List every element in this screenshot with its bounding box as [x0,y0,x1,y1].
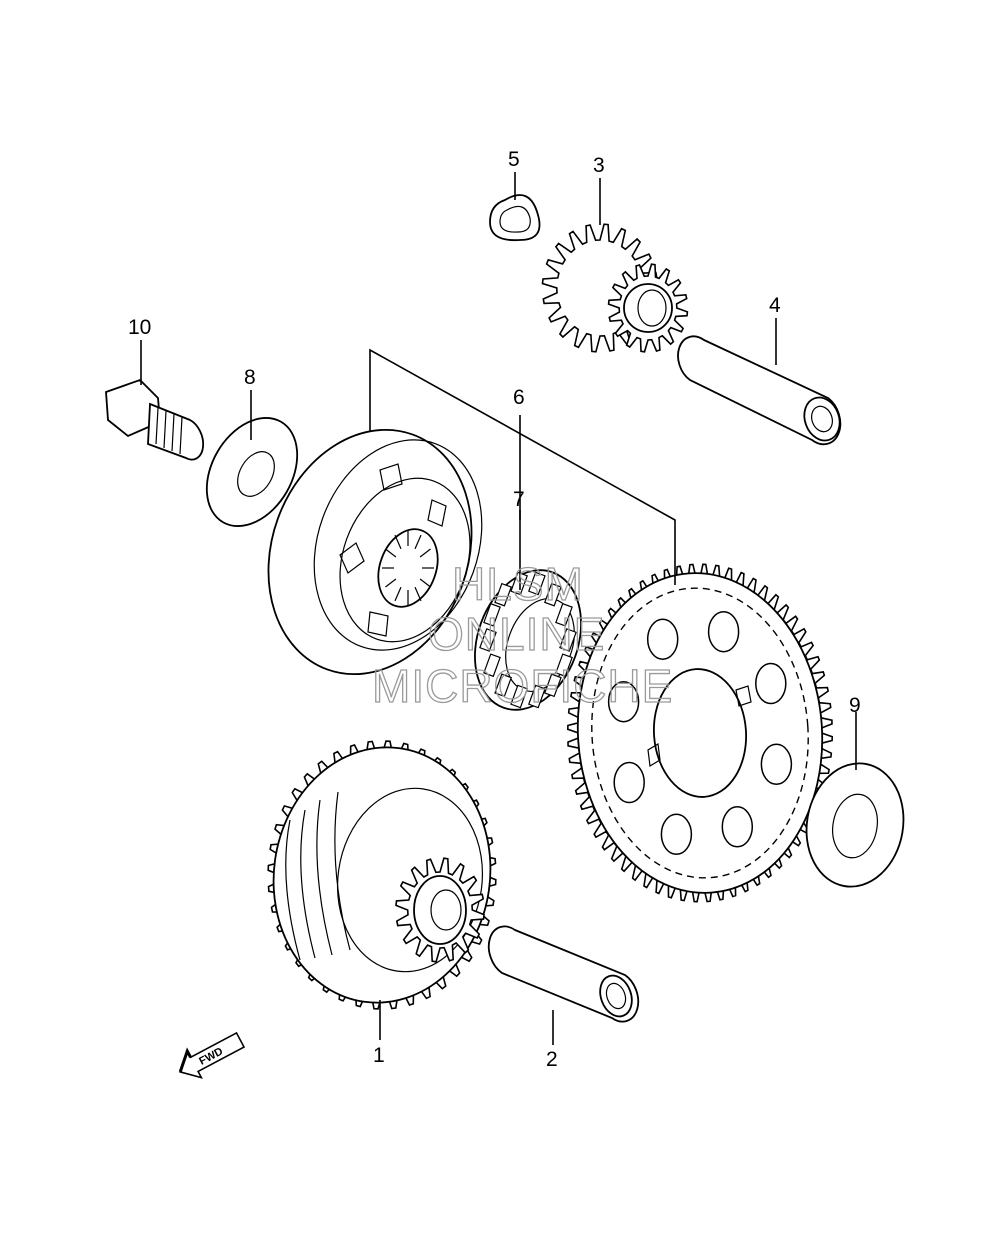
watermark-line-1: HLSM [452,558,584,610]
leader-lines [140,172,857,1045]
fwd-arrow: FWD [178,1031,246,1079]
part-5-washer[interactable] [489,194,541,242]
group-bracket-line [369,348,676,585]
callout-2: 2 [546,1048,558,1071]
part-10-bolt[interactable] [105,378,205,461]
part-1-clutch-gear[interactable] [257,733,507,1017]
callout-10: 10 [128,316,151,339]
part-6-7-needle-bearing[interactable] [456,555,599,725]
callout-4: 4 [769,294,781,317]
watermark-line-2: ONLINE [428,608,605,660]
part-2-shaft[interactable] [487,925,640,1023]
callout-9: 9 [849,694,861,717]
callout-7: 7 [513,488,525,511]
starter-driven-gear[interactable] [566,563,834,903]
callout-6: 6 [513,386,525,409]
watermark: HLSM ONLINE MICROFICHE [371,557,673,712]
watermark-line-3: MICROFICHE [372,660,673,712]
starter-clutch-housing[interactable] [235,401,510,703]
part-9-washer[interactable] [797,756,913,895]
callout-5: 5 [508,148,520,171]
part-4-shaft[interactable] [677,335,845,446]
callout-1: 1 [373,1044,385,1067]
part-3-idler-gear[interactable] [541,223,689,353]
part-8-washer[interactable] [188,402,315,542]
callout-3: 3 [593,154,605,177]
callout-8: 8 [244,366,256,389]
